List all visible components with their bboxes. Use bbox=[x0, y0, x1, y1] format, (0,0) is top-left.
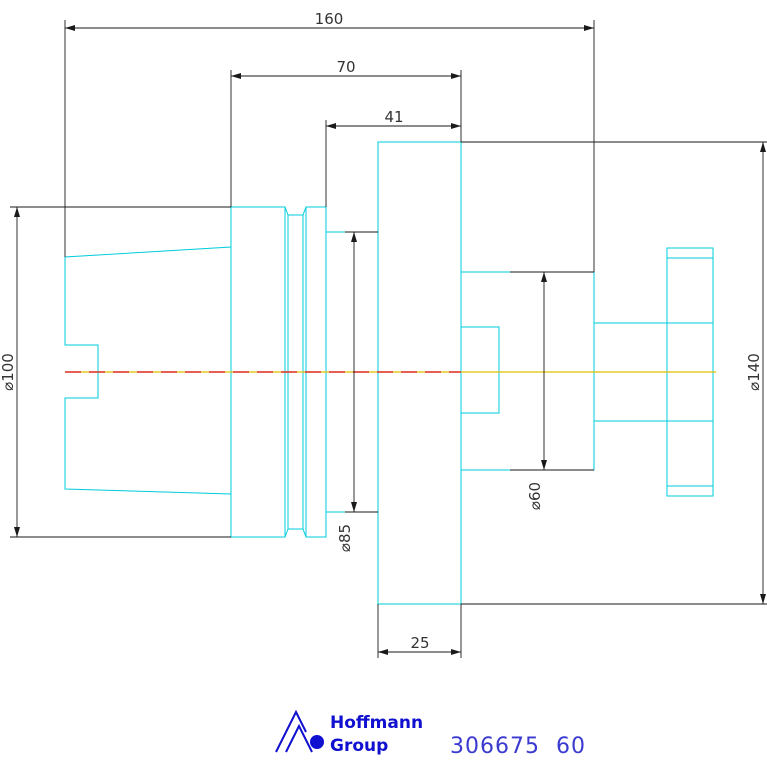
hoffmann-logo-mark-icon bbox=[275, 709, 324, 753]
dim-dia-bore: ⌀60 bbox=[526, 482, 544, 510]
dim-overall-length: 160 bbox=[315, 10, 344, 28]
brand-line2: Group bbox=[330, 736, 388, 756]
dimension-lines bbox=[10, 20, 767, 658]
part-number: 306675 60 bbox=[450, 734, 586, 759]
dim-dia-shank: ⌀100 bbox=[0, 353, 17, 391]
dim-flange-offset: 41 bbox=[384, 108, 403, 126]
part-outline bbox=[64, 141, 714, 605]
dim-body-length: 70 bbox=[336, 58, 355, 76]
dim-flange-width: 25 bbox=[410, 634, 429, 652]
brand-line1: Hoffmann bbox=[330, 713, 423, 733]
dimension-arrows bbox=[14, 25, 766, 655]
hoffmann-logo: Hoffmann Group bbox=[275, 709, 423, 756]
dim-dia-collar: ⌀85 bbox=[336, 524, 354, 552]
dim-dia-flange: ⌀140 bbox=[745, 353, 763, 391]
